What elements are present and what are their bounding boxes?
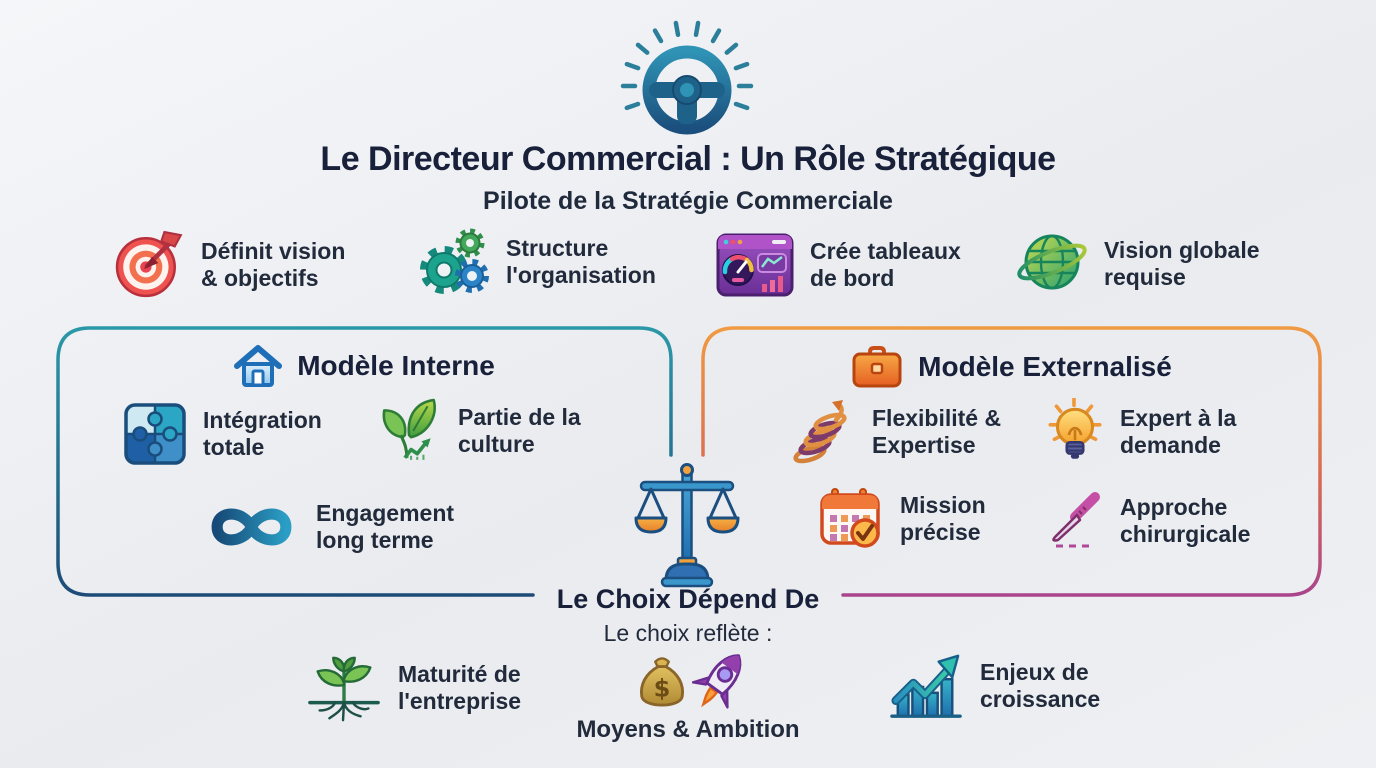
feature-label: Mission précise (900, 492, 986, 546)
moneybag-rocket-icon: $ (636, 648, 750, 712)
rocket-icon (692, 654, 742, 709)
feature-label: Vision globale requise (1104, 237, 1260, 291)
label-line: Maturité de (398, 660, 521, 687)
role-definit-vision: Définit vision & objectifs (115, 230, 345, 300)
label-line: Approche (1120, 493, 1228, 520)
dashboard-icon (716, 233, 794, 297)
feature-label: Flexibilité & Expertise (872, 405, 1001, 459)
label-line: Mission (900, 491, 986, 518)
globe-icon (1017, 234, 1087, 290)
label-line: Enjeux de (980, 658, 1089, 685)
feature-label: Engagement long terme (316, 500, 454, 554)
external-model-title: Modèle Externalisé (918, 351, 1172, 382)
factor-maturite: Maturité de l'entreprise (306, 650, 521, 726)
factor-moyens-ambition-label: Moyens & Ambition (576, 716, 800, 743)
leaf-growth-icon (382, 398, 436, 460)
feature-label: Enjeux de croissance (980, 659, 1100, 713)
label-line: Intégration (203, 406, 322, 433)
role-cree-tableaux: Crée tableaux de bord (716, 232, 961, 298)
growth-chart-icon (890, 654, 962, 718)
feature-label: Définit vision & objectifs (201, 238, 345, 292)
label-line: demande (1120, 432, 1221, 458)
page-title: Le Directeur Commercial : Un Rôle Straté… (320, 140, 1056, 178)
sprout-icon (308, 656, 380, 722)
feature-label: Crée tableaux de bord (810, 238, 961, 292)
label-line: croissance (980, 686, 1101, 712)
internal-item-engagement: Engagement long terme (203, 497, 454, 557)
external-item-approche: Approche chirurgicale (1040, 490, 1250, 552)
label-line: Partie de la (458, 403, 581, 430)
label-line: Structure (506, 234, 609, 261)
house-icon (234, 345, 283, 387)
steering-wheel-icon (620, 20, 754, 135)
label-line: précise (900, 519, 981, 545)
feature-label: Maturité de l'entreprise (398, 661, 521, 715)
external-item-mission: Mission précise (818, 488, 986, 550)
label-line: Expert à la (1120, 404, 1237, 431)
label-line: & objectifs (201, 265, 319, 291)
puzzle-icon (124, 403, 186, 465)
factor-croissance: Enjeux de croissance (888, 650, 1100, 722)
label-line: l'entreprise (398, 688, 522, 714)
balance-scale-icon (634, 463, 740, 588)
internal-item-integration: Intégration totale (123, 402, 322, 466)
feature-label: Partie de la culture (458, 404, 581, 458)
label-line: Flexibilité & (872, 404, 1002, 431)
infinity-icon (211, 508, 292, 546)
label-line: de bord (810, 265, 895, 291)
role-vision-globale: Vision globale requise (1016, 230, 1260, 298)
label-line: Définit vision (201, 237, 346, 264)
internal-model-header: Modèle Interne (58, 344, 671, 388)
calendar-check-icon (820, 488, 880, 548)
feature-label: Approche chirurgicale (1120, 494, 1250, 548)
svg-text:$: $ (654, 674, 671, 702)
label-line: long terme (316, 527, 434, 553)
choice-subtitle: Le choix reflète : (603, 620, 773, 646)
briefcase-icon (852, 346, 902, 388)
external-item-expert: Expert à la demande (1046, 398, 1236, 466)
choice-title: Le Choix Dépend De (556, 584, 820, 614)
external-model-header: Modèle Externalisé (703, 344, 1320, 390)
label-line: Expertise (872, 432, 976, 458)
scalpel-icon (1052, 492, 1100, 548)
moneybag-icon: $ (639, 657, 685, 707)
label-line: Engagement (316, 499, 455, 526)
page-subtitle: Pilote de la Stratégie Commerciale (483, 187, 893, 215)
internal-model-title: Modèle Interne (297, 350, 495, 381)
label-line: requise (1104, 264, 1186, 290)
lightbulb-icon (1048, 398, 1102, 459)
label-line: totale (203, 434, 265, 460)
external-item-flexibilite: Flexibilité & Expertise (792, 400, 1001, 464)
internal-item-culture: Partie de la culture (376, 398, 581, 464)
label-line: Vision globale (1104, 236, 1260, 263)
feature-label: Structure l'organisation (506, 235, 656, 289)
label-line: Crée tableaux (810, 237, 961, 264)
label-line: culture (458, 431, 535, 457)
feature-label: Expert à la demande (1120, 405, 1236, 459)
label-line: chirurgicale (1120, 521, 1251, 547)
target-icon (115, 230, 183, 298)
gears-icon (420, 228, 489, 294)
role-structure-organisation: Structure l'organisation (418, 228, 656, 296)
feature-label: Intégration totale (203, 407, 322, 461)
label-line: l'organisation (506, 262, 656, 288)
spring-icon (793, 400, 847, 464)
